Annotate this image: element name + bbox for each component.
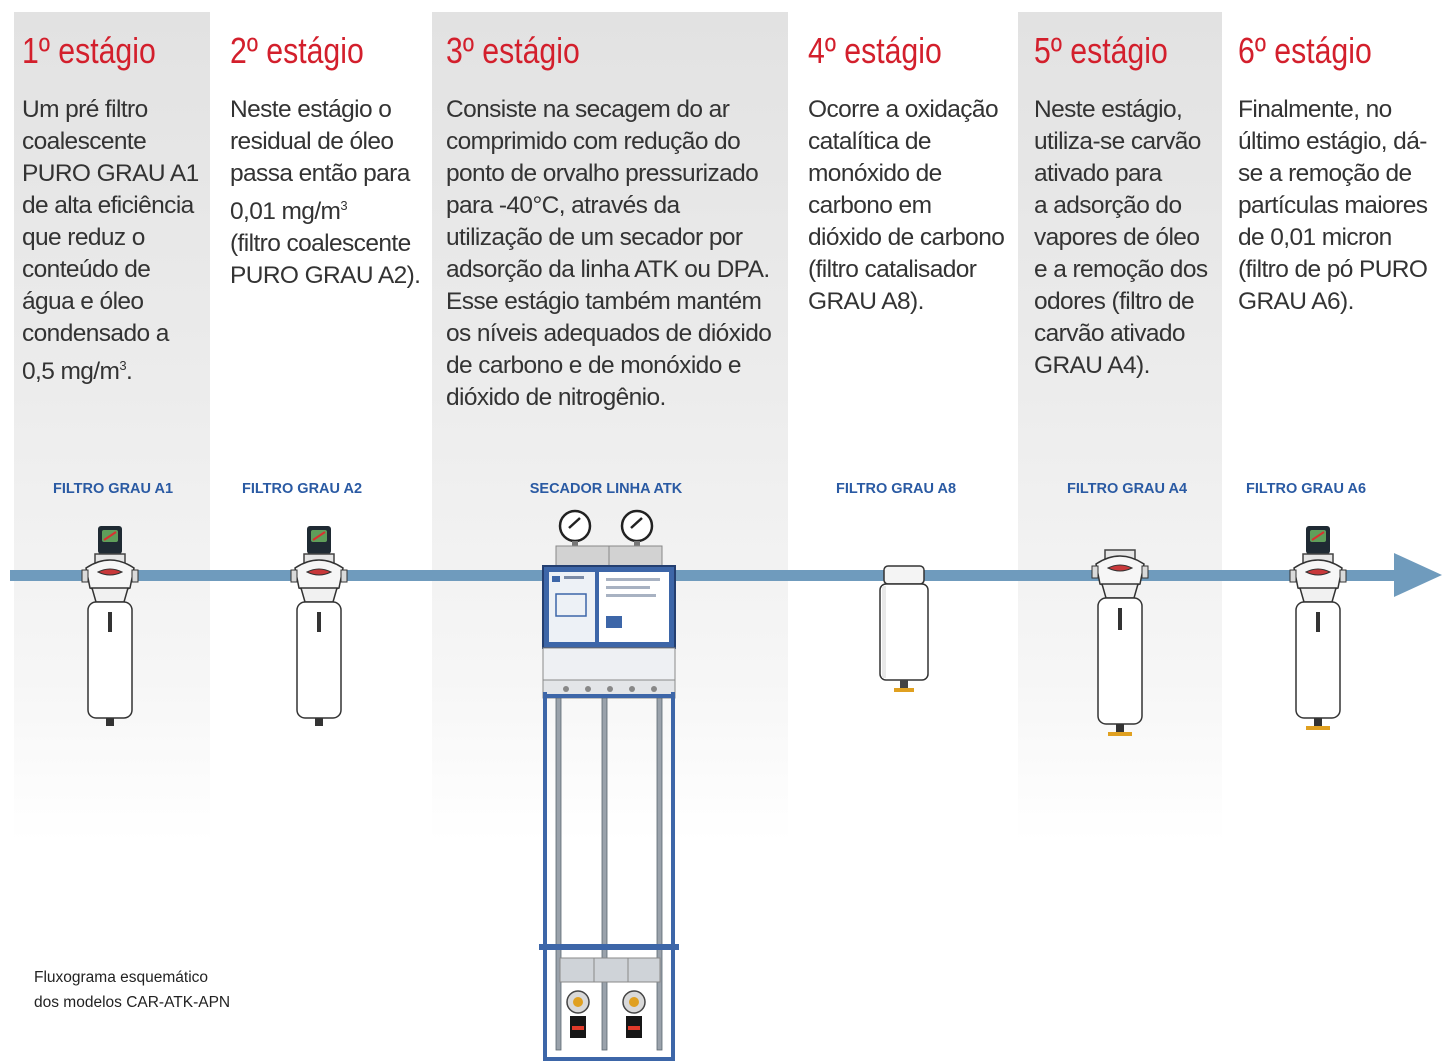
stage-6-title: 6º estágio	[1238, 30, 1372, 71]
stage-4-description: Ocorre a oxidação catalítica de monóxido…	[808, 96, 1005, 315]
catalyst-filter-icon	[879, 565, 929, 692]
equipment-label-a8: FILTRO GRAU A8	[835, 481, 957, 497]
stage-band-3	[432, 12, 788, 842]
pressure-gauge-icon	[558, 509, 592, 547]
coalescent-filter-icon	[1091, 549, 1149, 736]
equipment-label-a4: FILTRO GRAU A4	[1066, 481, 1188, 497]
equipment-label-a2: FILTRO GRAU A2	[241, 481, 363, 497]
diagram-caption: Fluxograma esquemático dos modelos CAR-A…	[34, 969, 231, 1011]
stage-1-title: 1º estágio	[22, 30, 156, 71]
stage-6-description: Finalmente, no último estágio, dá- se a …	[1238, 96, 1428, 315]
stage-2-title: 2º estágio	[230, 30, 364, 71]
coalescent-filter-icon	[290, 526, 348, 726]
equipment-label-a1: FILTRO GRAU A1	[52, 481, 174, 497]
equipment-label-atk: SECADOR LINHA ATK	[529, 481, 683, 497]
adsorption-dryer-icon	[539, 509, 679, 1061]
flow-arrow-icon	[1394, 553, 1442, 597]
equipment-label-a6: FILTRO GRAU A6	[1245, 481, 1367, 497]
pressure-gauge-icon	[620, 509, 654, 547]
stage-1-description: Um pré filtro coalescente PURO GRAU A1 d…	[22, 96, 199, 386]
stage-4-title: 4º estágio	[808, 30, 942, 71]
stage-5-title: 5º estágio	[1034, 30, 1168, 71]
stage-5-description: Neste estágio, utiliza-se carvão ativado…	[1034, 96, 1208, 379]
stage-3-description: Consiste na secagem do ar comprimido com…	[446, 96, 772, 411]
air-flow-line	[10, 570, 1396, 581]
stage-3-title: 3º estágio	[446, 30, 580, 71]
stage-2-description: Neste estágio o residual de óleo passa e…	[230, 96, 421, 290]
coalescent-filter-icon	[81, 526, 139, 726]
coalescent-filter-icon	[1289, 526, 1347, 730]
